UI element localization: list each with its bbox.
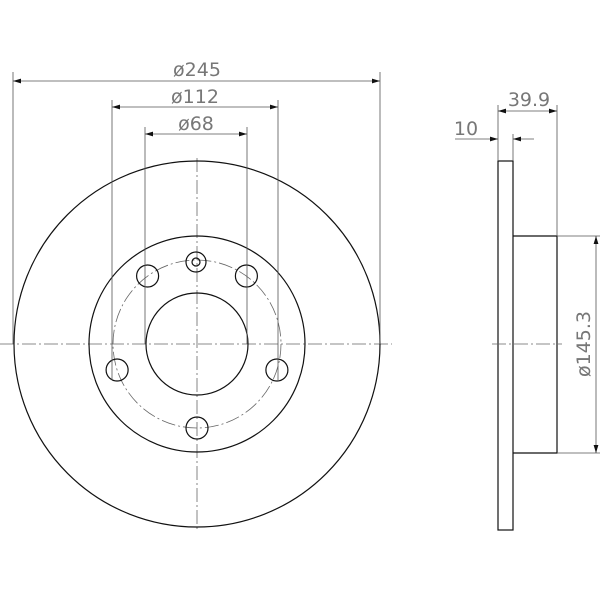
locating-pin-hole-inner (191, 257, 201, 267)
hat-profile (513, 235, 558, 454)
height-label: 39.9 (508, 89, 550, 111)
side-view: 39.9 10 ø145.3 (454, 89, 600, 531)
hat-diameter-label: ø145.3 (573, 311, 595, 377)
locating-pin-hole (185, 251, 207, 273)
center-bore (145, 292, 249, 396)
bolt-circle-label: ø112 (171, 86, 219, 108)
front-view: ø245 ø112 ø68 (0, 59, 392, 530)
thickness-label: 10 (454, 118, 478, 140)
bolt-hole (105, 358, 129, 382)
bolt-hole (136, 264, 160, 288)
bolt-hole (185, 416, 209, 440)
bolt-hole (265, 358, 289, 382)
disc-plate-profile (497, 160, 514, 531)
bolt-circle (112, 259, 282, 429)
outer-diameter-label: ø245 (173, 59, 221, 81)
bolt-holes (105, 264, 289, 440)
bolt-hole (234, 264, 258, 288)
hub-edge (88, 235, 306, 453)
center-bore-label: ø68 (178, 113, 214, 135)
